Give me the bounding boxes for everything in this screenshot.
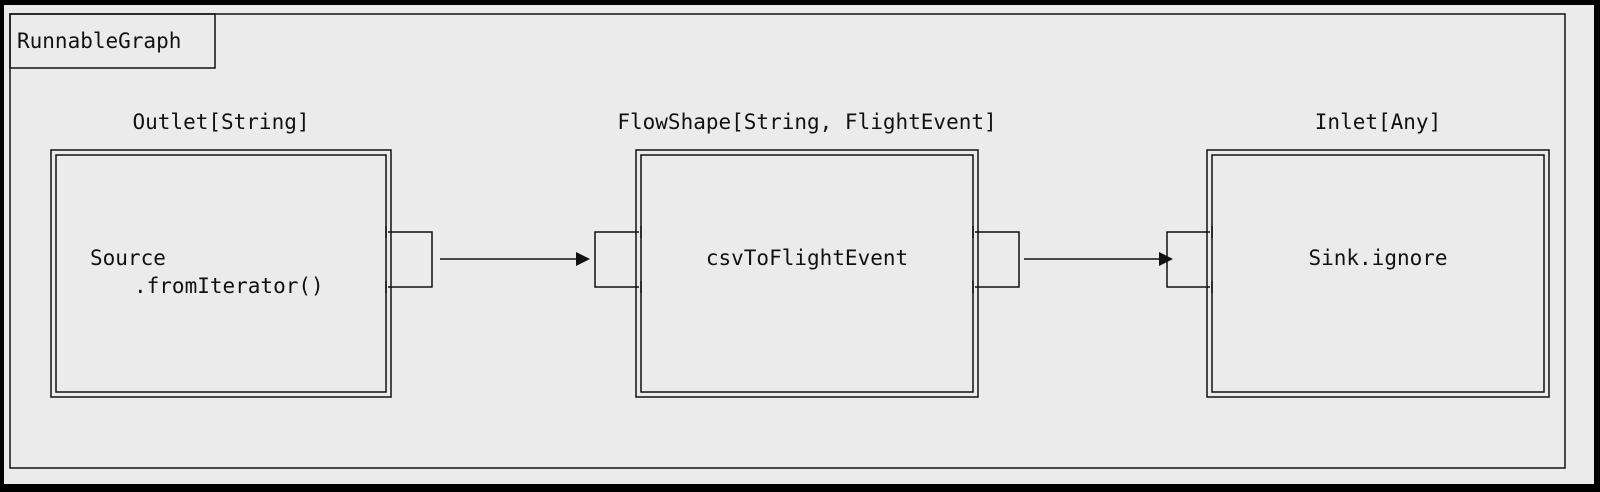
source-name-line1: Source: [90, 246, 166, 270]
flow-box-inner: [640, 154, 974, 393]
source-name-line2: .fromIterator(): [134, 274, 324, 298]
source-box-inner: [55, 154, 387, 393]
sink-box-outer: [1206, 149, 1550, 398]
source-shape-label: Outlet[String]: [132, 110, 310, 134]
flow-box-outer: [635, 149, 979, 398]
outer-frame-right: [1594, 0, 1600, 492]
outer-frame: [0, 0, 1600, 5]
flow-outlet-port: [975, 231, 1020, 288]
sink-box-inner: [1211, 154, 1545, 393]
sink-shape-label: Inlet[Any]: [1314, 110, 1442, 134]
edge-flow-to-sink-arrowhead: [1159, 252, 1173, 266]
flow-name: csvToFlightEvent: [705, 246, 909, 270]
outer-frame-left: [0, 0, 4, 492]
source-box-outer: [50, 149, 392, 398]
sink-inlet-port: [1166, 231, 1210, 288]
sink-name: Sink.ignore: [1308, 246, 1448, 270]
source-outlet-port: [388, 231, 433, 288]
runnable-graph-title-box: [9, 13, 216, 69]
graph-title: RunnableGraph: [17, 29, 182, 53]
outer-frame-bottom: [0, 484, 1600, 492]
flow-shape-label: FlowShape[String, FlightEvent]: [617, 110, 997, 134]
flow-inlet-port: [594, 231, 639, 288]
runnable-graph-border: [9, 13, 1566, 469]
edge-source-to-flow-arrowhead: [576, 252, 590, 266]
